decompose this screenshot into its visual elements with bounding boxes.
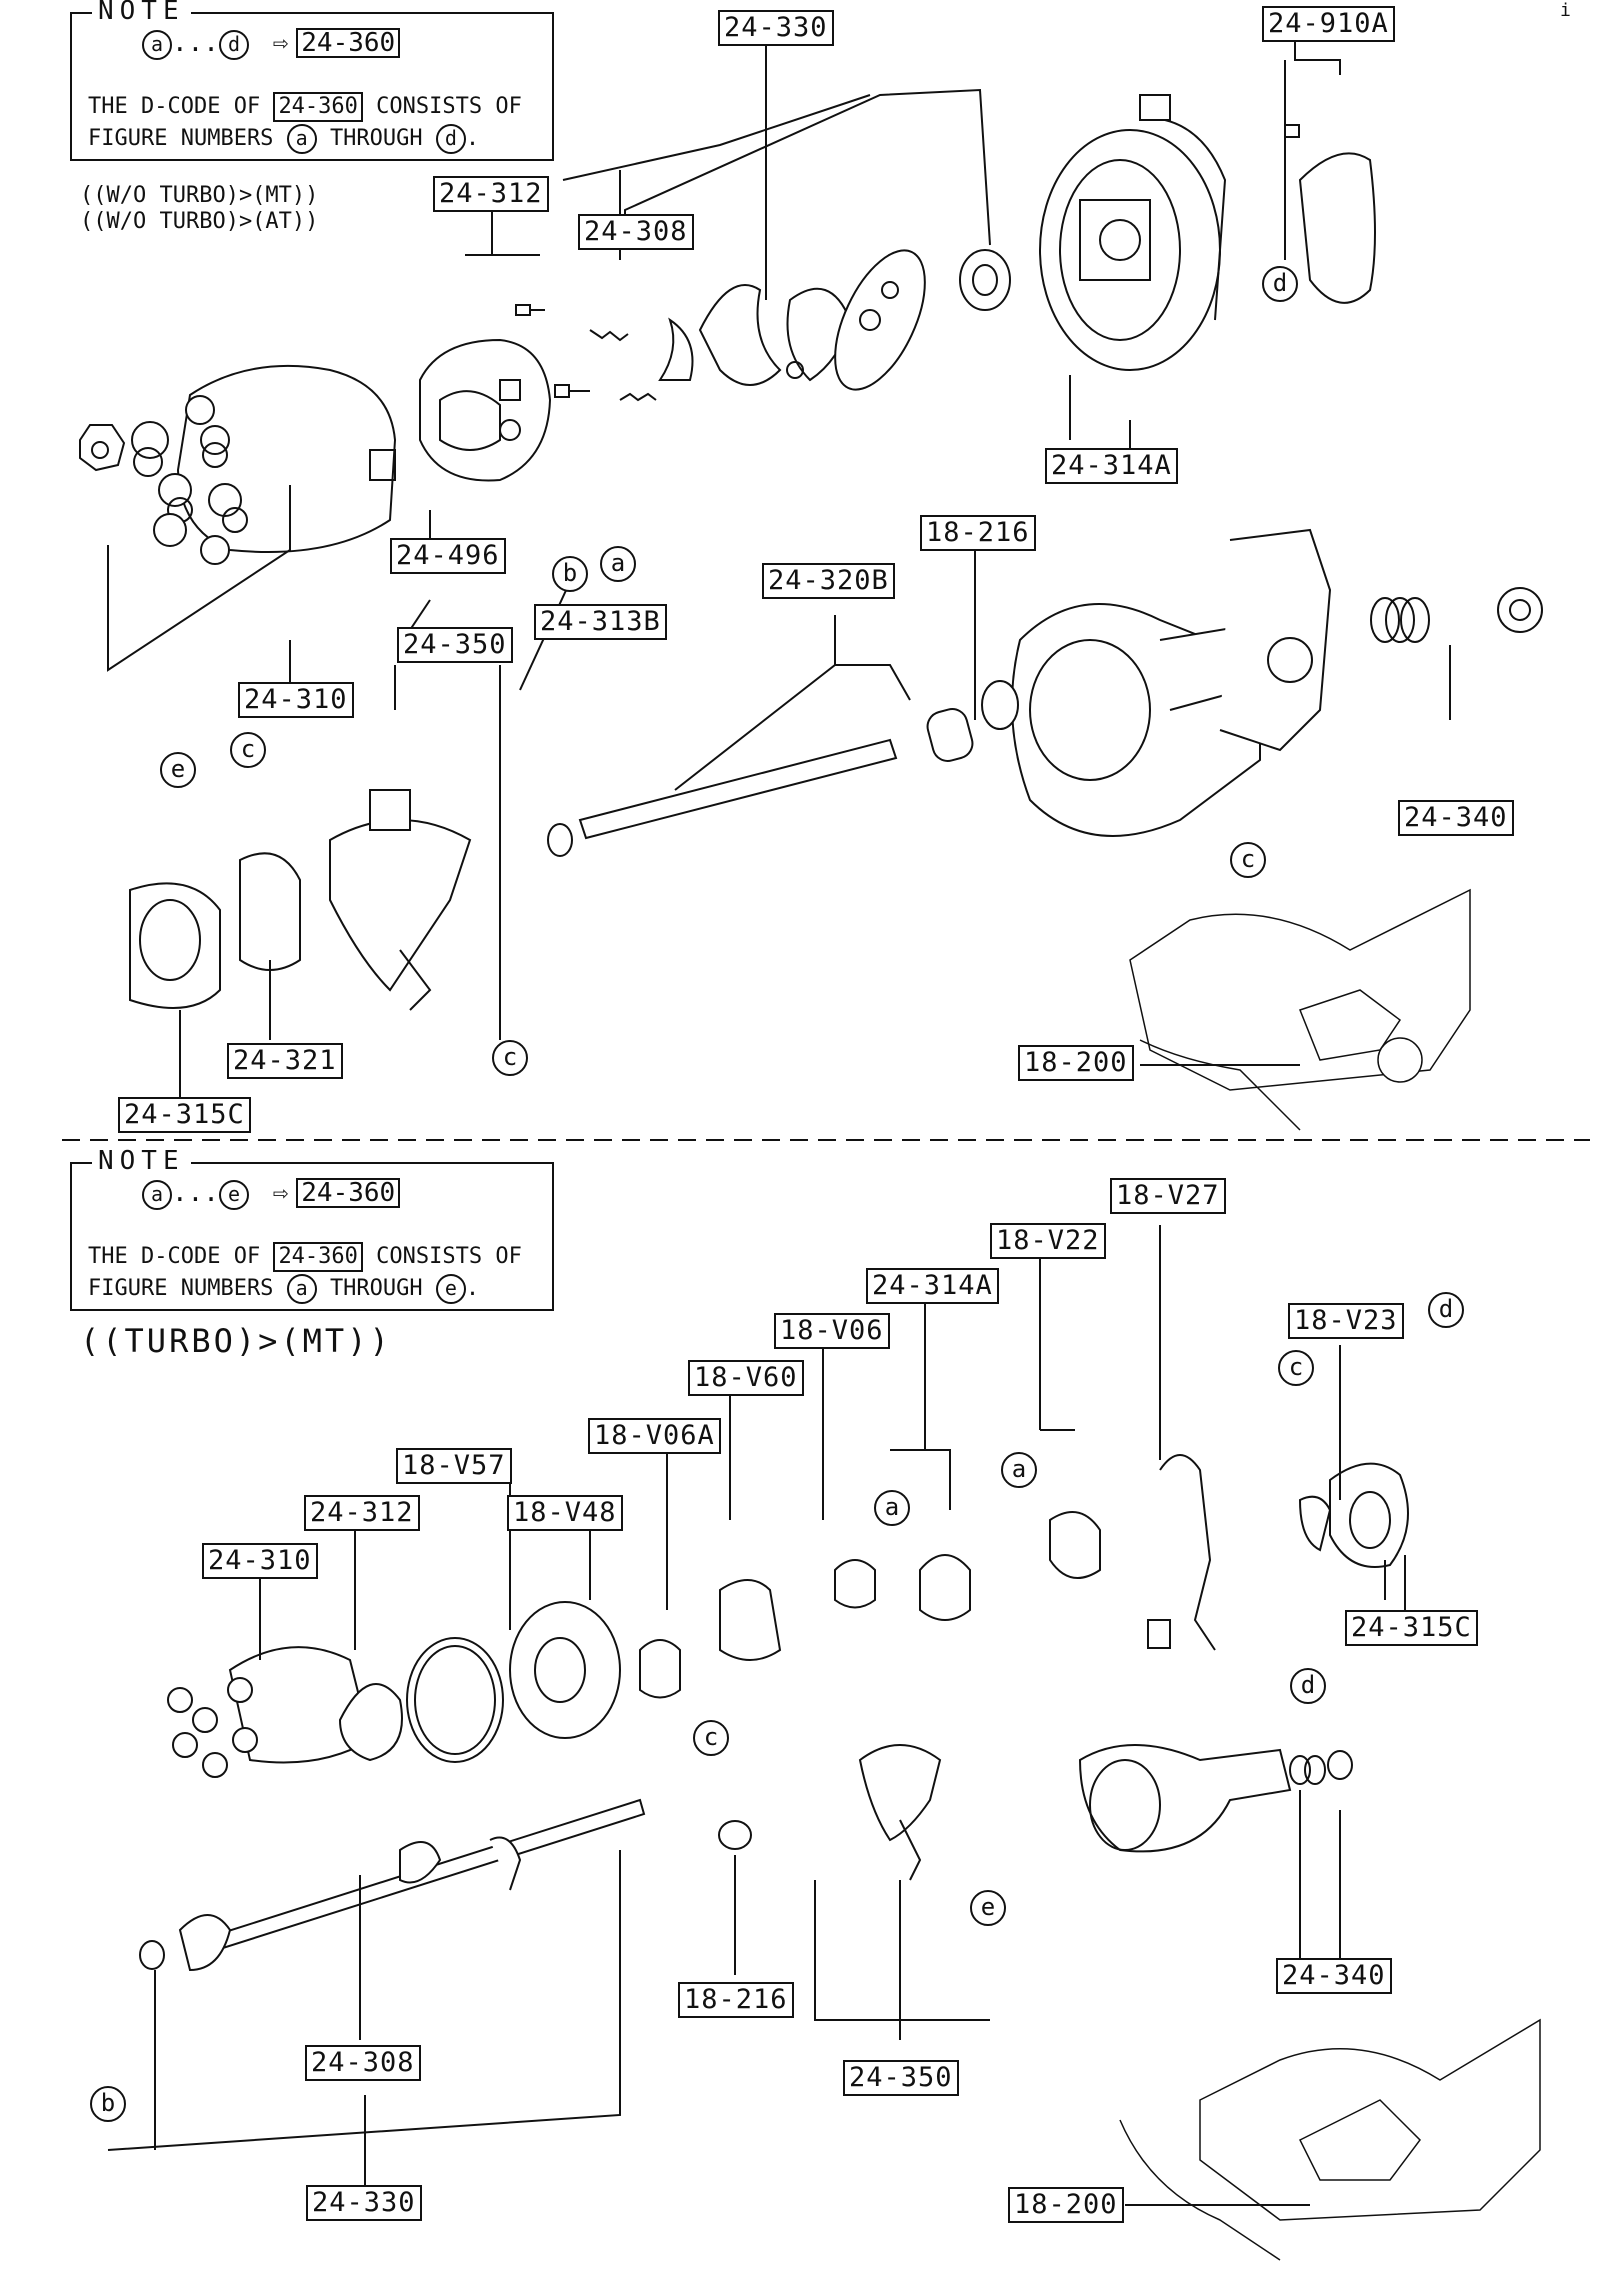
part-label-18-v57[interactable]: 18-V57: [396, 1448, 512, 1484]
leader-lines-bottom: [107, 1225, 1406, 2206]
callout-c: c: [1278, 1350, 1314, 1386]
part-label-18-200[interactable]: 18-200: [1008, 2187, 1124, 2223]
callout-d: d: [1428, 1292, 1464, 1328]
gasket-part: [239, 852, 301, 971]
part-label-24-910a[interactable]: 24-910A: [1262, 6, 1395, 42]
part-label-24-314a[interactable]: 24-314A: [866, 1268, 999, 1304]
igniter-bracket-part: [1284, 124, 1376, 304]
part-label-24-350[interactable]: 24-350: [397, 627, 513, 663]
part-label-24-314a[interactable]: 24-314A: [1045, 448, 1178, 484]
part-label-24-313b[interactable]: 24-313B: [534, 604, 667, 640]
note-line-1: THE D-CODE OF 24-360 CONSISTS OF: [88, 92, 522, 122]
callout-e: e: [970, 1890, 1006, 1926]
part-label-24-312[interactable]: 24-312: [433, 176, 549, 212]
part-label-18-v60[interactable]: 18-V60: [688, 1360, 804, 1396]
pickup-part-turbo: [919, 1554, 971, 1621]
housing-part-turbo: [1078, 1744, 1353, 1853]
note-box-bottom: NOTE a...e ⇨24-360 THE D-CODE OF 24-360 …: [70, 1146, 554, 1311]
part-label-18-v48[interactable]: 18-V48: [507, 1495, 623, 1531]
note-range: a...d ⇨24-360: [142, 28, 401, 60]
part-label-18-v23[interactable]: 18-V23: [1288, 1303, 1404, 1339]
condition-label: ((W/O TURBO)>(AT)): [80, 209, 319, 234]
rotor-part-turbo: [338, 1683, 403, 1762]
vacuum-advance-part-turbo: [858, 1744, 942, 1881]
note-line-2: FIGURE NUMBERS a THROUGH e.: [88, 1274, 479, 1304]
part-label-24-340[interactable]: 24-340: [1398, 800, 1514, 836]
part-label-24-321[interactable]: 24-321: [227, 1043, 343, 1079]
part-label-24-330[interactable]: 24-330: [306, 2185, 422, 2221]
part-label-24-315c[interactable]: 24-315C: [1345, 1610, 1478, 1646]
part-label-24-350[interactable]: 24-350: [843, 2060, 959, 2096]
part-label-18-200[interactable]: 18-200: [1018, 1045, 1134, 1081]
part-label-24-496[interactable]: 24-496: [390, 538, 506, 574]
callout-a: a: [600, 546, 636, 582]
part-label-24-315c[interactable]: 24-315C: [118, 1097, 251, 1133]
part-label-24-310[interactable]: 24-310: [202, 1543, 318, 1579]
note-title: NOTE: [92, 0, 191, 26]
engine-location-sketch-turbo: [1119, 2018, 1541, 2261]
part-label-24-330[interactable]: 24-330: [718, 10, 834, 46]
distributor-housing-part: [1011, 528, 1543, 837]
condition-label: ((W/O TURBO)>(MT)): [80, 183, 319, 208]
callout-c: c: [230, 732, 266, 768]
page-mark: i: [1560, 0, 1571, 21]
part-label-24-320b[interactable]: 24-320B: [762, 563, 895, 599]
note-range: a...e ⇨24-360: [142, 1178, 401, 1210]
callout-d: d: [1262, 266, 1298, 302]
note-line-1: THE D-CODE OF 24-360 CONSISTS OF: [88, 1242, 522, 1272]
callout-e: e: [160, 752, 196, 788]
vacuum-bracket-part: [719, 1579, 782, 1661]
part-label-18-v22[interactable]: 18-V22: [990, 1223, 1106, 1259]
callout-c: c: [492, 1040, 528, 1076]
callout-c: c: [693, 1720, 729, 1756]
part-label-18-v27[interactable]: 18-V27: [1110, 1178, 1226, 1214]
signal-generator-part-turbo: [1298, 1462, 1409, 1568]
vacuum-advance-part: [329, 789, 472, 1011]
part-label-18-v06[interactable]: 18-V06: [774, 1313, 890, 1349]
callout-d: d: [1290, 1668, 1326, 1704]
engine-location-sketch: [1129, 888, 1471, 1131]
governor-spring-part: [589, 249, 1011, 402]
note-title: NOTE: [92, 1146, 191, 1176]
part-label-24-308[interactable]: 24-308: [578, 214, 694, 250]
note-box-top: NOTE a...d ⇨24-360 THE D-CODE OF 24-360 …: [70, 0, 554, 161]
part-label-24-312[interactable]: 24-312: [304, 1495, 420, 1531]
oil-seal-part: [718, 1820, 752, 1850]
callout-b: b: [90, 2086, 126, 2122]
condition-label: ((TURBO)>(MT)): [80, 1322, 392, 1360]
part-label-18-216[interactable]: 18-216: [678, 1982, 794, 2018]
cover-plate-part: [509, 1601, 621, 1739]
distributor-cap-part: [79, 364, 397, 565]
callout-a: a: [1001, 1452, 1037, 1488]
part-label-24-340[interactable]: 24-340: [1276, 1958, 1392, 1994]
signal-generator-part: [129, 882, 221, 1009]
part-label-18-v06a[interactable]: 18-V06A: [588, 1418, 721, 1454]
o-ring-part: [406, 1637, 504, 1763]
harness-part: [1159, 1454, 1216, 1651]
bracket-part: [639, 1639, 681, 1699]
note-line-2: FIGURE NUMBERS a THROUGH d.: [88, 124, 479, 154]
spacer-part: [834, 1559, 876, 1609]
distributor-cap-part-turbo: [167, 1646, 372, 1778]
pickup-coil-part: [1039, 94, 1227, 371]
igniter-part: [1049, 1511, 1101, 1579]
part-label-24-310[interactable]: 24-310: [238, 682, 354, 718]
callout-b: b: [552, 556, 588, 592]
screw-part: [515, 304, 590, 398]
shaft-part-turbo: [139, 1798, 646, 1972]
callout-a: a: [874, 1490, 910, 1526]
shaft-part: [547, 680, 1019, 857]
rotor-part: [419, 338, 552, 482]
part-label-18-216[interactable]: 18-216: [920, 515, 1036, 551]
part-label-24-308[interactable]: 24-308: [305, 2045, 421, 2081]
callout-c: c: [1230, 842, 1266, 878]
